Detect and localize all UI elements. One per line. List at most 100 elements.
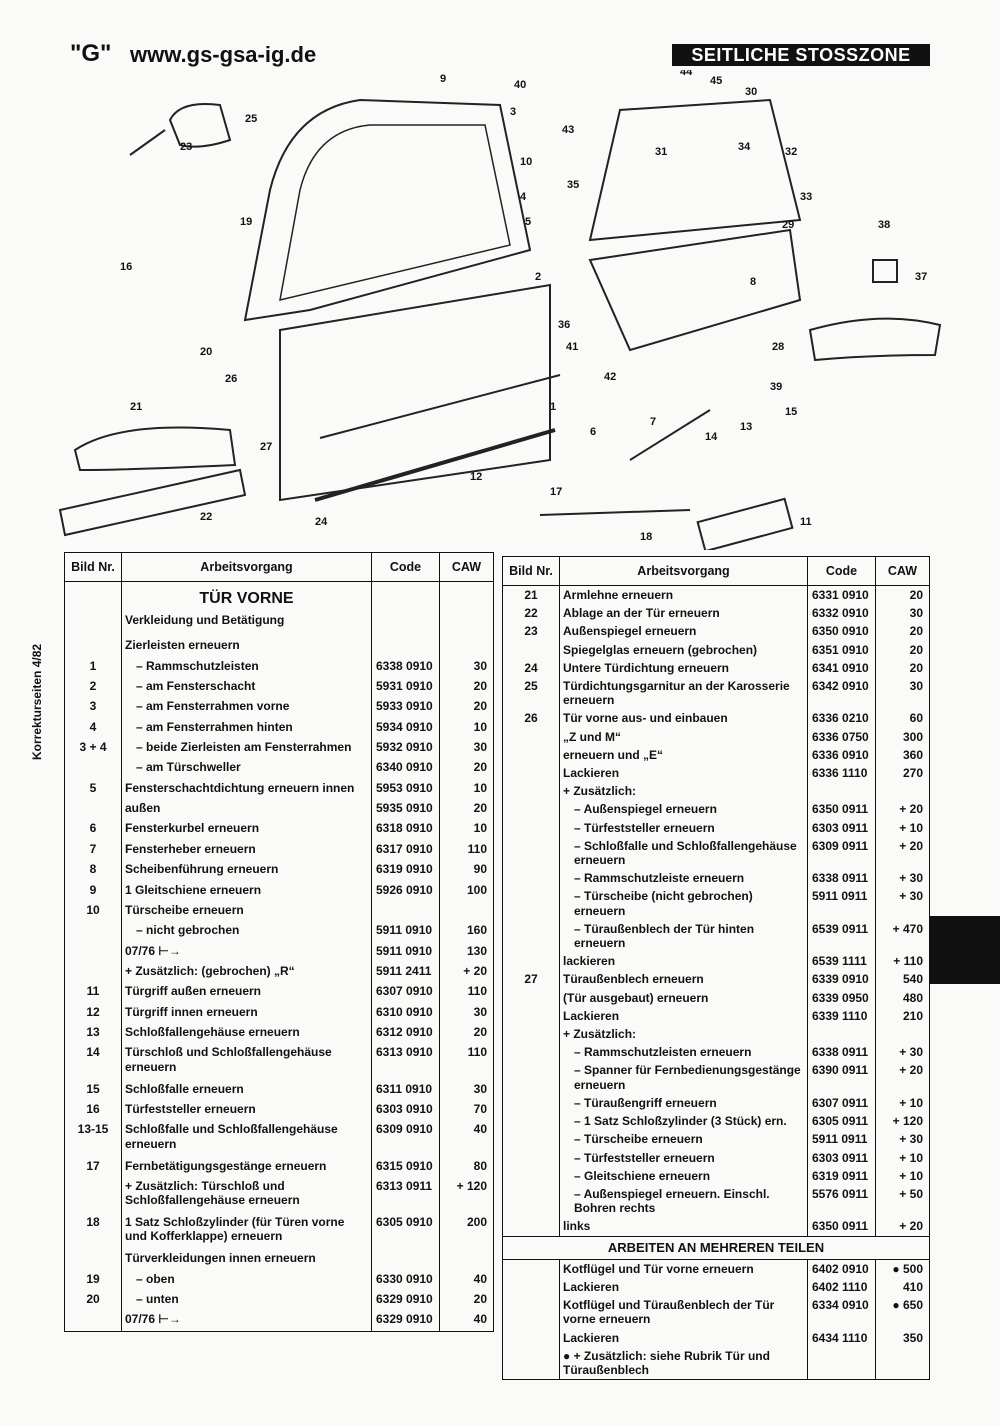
- cell-code: [371, 636, 440, 657]
- cell-code: 6334 0910: [807, 1296, 876, 1329]
- cell-op: Türscheibe erneuern: [121, 900, 372, 922]
- cell-code: 5926 0910: [371, 880, 440, 901]
- cell-op: – 1 Satz Schloßzylinder (3 Stück) ern.: [559, 1112, 808, 1131]
- cell-op: 07/76 ⊢→: [121, 941, 372, 962]
- mirror-body: [168, 103, 232, 148]
- cell-nr: [502, 988, 560, 1007]
- callout-4: 4: [520, 191, 527, 203]
- callout-32: 32: [785, 146, 797, 158]
- cell-code: 6315 0910: [371, 1156, 440, 1177]
- cell-code: 6340 0910: [371, 758, 440, 779]
- col-nr: Bild Nr.: [64, 552, 122, 582]
- cell-op: 07/76 ⊢→: [121, 1310, 372, 1333]
- page-tab-marker: [930, 916, 1000, 984]
- callout-1: 1: [550, 401, 556, 413]
- cell-code: [807, 782, 876, 801]
- callout-19: 19: [240, 216, 252, 228]
- cell-code: 6332 0910: [807, 604, 876, 623]
- door-tray: [58, 468, 247, 537]
- cell-op: – Türscheibe (nicht gebrochen) erneuern: [559, 887, 808, 920]
- cell-code: 5911 0911: [807, 887, 876, 920]
- cell-op: Kotflügel und Tür vorne erneuern: [559, 1259, 808, 1278]
- window-regulator: [629, 409, 711, 461]
- cell-op: Schloßfalle erneuern: [121, 1079, 372, 1100]
- cell-op: links: [559, 1217, 808, 1237]
- cell-caw: 60: [875, 709, 930, 728]
- cell-nr: [502, 782, 560, 801]
- cell-nr: [502, 745, 560, 765]
- callout-7: 7: [650, 416, 656, 428]
- cell-code: 6312 0910: [371, 1023, 440, 1044]
- rear-window: [588, 98, 802, 242]
- cell-code: [371, 1249, 440, 1270]
- cell-caw: + 10: [875, 1166, 930, 1185]
- side-note: Korrekturseiten 4/82: [30, 643, 44, 760]
- cell-op: außen: [121, 799, 372, 820]
- cell-caw: 30: [439, 737, 494, 759]
- cell-nr: 18: [64, 1213, 122, 1250]
- col-op: Arbeitsvorgang: [121, 552, 372, 582]
- cell-nr: 22: [502, 604, 560, 623]
- callout-27: 27: [260, 441, 272, 453]
- cell-nr: [64, 758, 122, 779]
- cell-caw: 80: [439, 1156, 494, 1177]
- cell-caw: 10: [439, 778, 494, 800]
- table-row: Spiegelglas erneuern (gebrochen)6351 091…: [502, 640, 930, 659]
- callout-5: 5: [525, 216, 531, 228]
- cell-op: – Rammschutzleiste erneuern: [559, 869, 808, 888]
- cell-op: Spiegelglas erneuern (gebrochen): [559, 640, 808, 659]
- cell-caw: 200: [439, 1213, 494, 1250]
- cell-caw: + 10: [875, 1093, 930, 1113]
- cell-op: Untere Türdichtung erneuern: [559, 658, 808, 678]
- table-row: Kotflügel und Türaußenblech der Tür vorn…: [502, 1296, 930, 1329]
- cell-code: 5911 0910: [371, 921, 440, 942]
- callout-33: 33: [800, 191, 812, 203]
- cell-op: Türverkleidungen innen erneuern: [121, 1249, 372, 1270]
- cell-caw: 100: [439, 880, 494, 901]
- cell-code: 6339 0910: [807, 970, 876, 989]
- cell-caw: 40: [439, 1310, 494, 1333]
- cell-op: Türgriff außen erneuern: [121, 982, 372, 1003]
- cell-op: – Schloßfalle und Schloßfallengehäuse er…: [559, 836, 808, 870]
- cell-caw: + 120: [439, 1176, 494, 1214]
- cell-caw: 270: [875, 764, 930, 783]
- cell-op: erneuern und „E“: [559, 745, 808, 765]
- callout-24: 24: [315, 516, 328, 528]
- armrest-right: [808, 317, 942, 362]
- cell-nr: [64, 921, 122, 942]
- cell-code: 6303 0911: [807, 818, 876, 837]
- cell-nr: [64, 1176, 122, 1214]
- callout-10: 10: [520, 156, 532, 168]
- cell-code: 5935 0910: [371, 799, 440, 820]
- cell-nr: [502, 818, 560, 837]
- left-table: Bild Nr. Arbeitsvorgang Code CAW TÜR VOR…: [64, 552, 494, 1333]
- cell-caw: [875, 782, 930, 801]
- cell-op: – nicht gebrochen: [121, 921, 372, 942]
- remote-rod: [539, 509, 691, 516]
- cell-op: – Türaußengriff erneuern: [559, 1093, 808, 1113]
- header-model: "G": [70, 40, 112, 67]
- cell-caw: 110: [439, 1043, 494, 1080]
- cell-op: Fensterkurbel erneuern: [121, 819, 372, 840]
- cell-nr: 24: [502, 658, 560, 678]
- callout-35: 35: [567, 179, 579, 191]
- cell-op: Fernbetätigungsgestänge erneuern: [121, 1156, 372, 1177]
- cell-caw: 480: [875, 988, 930, 1007]
- cell-op: 1 Gleitschiene erneuern: [121, 880, 372, 901]
- cell-code: 6351 0910: [807, 640, 876, 659]
- cell-code: 6339 0950: [807, 988, 876, 1007]
- cell-nr: 4: [64, 717, 122, 738]
- cell-code: 6319 0910: [371, 860, 440, 881]
